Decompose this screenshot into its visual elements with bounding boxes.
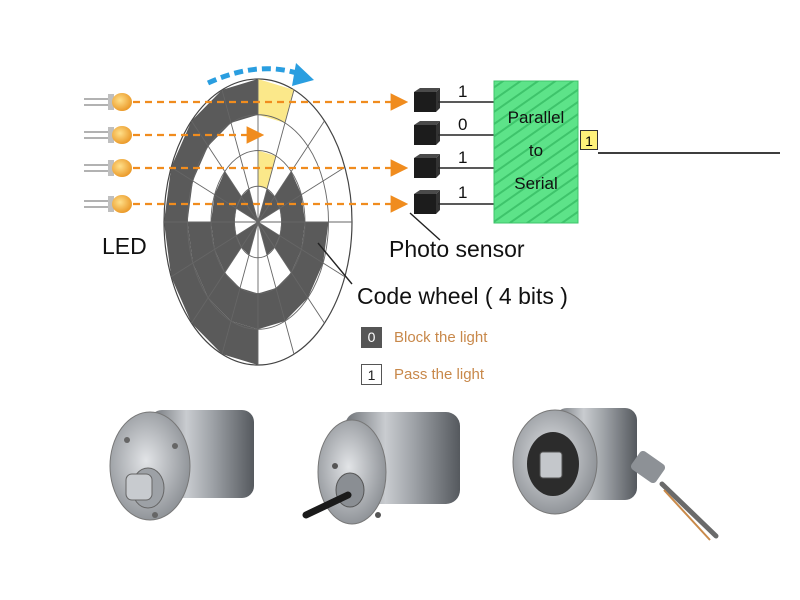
wheel-segment	[274, 171, 302, 209]
wheel-spoke	[257, 221, 325, 324]
wheel-segment	[214, 171, 242, 209]
wheel-segment	[211, 222, 237, 250]
parallel-to-serial-converter	[493, 80, 579, 224]
wheel-segment	[222, 79, 258, 123]
led-label: LED	[102, 233, 147, 259]
wheel-segment	[164, 222, 193, 277]
legend-pass-text: Pass the light	[394, 366, 485, 383]
photo-sensor-icon	[414, 88, 440, 112]
wheel-spoke	[257, 89, 295, 223]
wheel-spoke	[257, 166, 346, 223]
wheel-segment	[241, 222, 258, 256]
wheel-segment	[258, 150, 276, 189]
wheel-segment	[164, 167, 193, 222]
sensor-wires	[317, 101, 494, 285]
wheel-spoke	[191, 120, 259, 223]
converter-label-parallel: Parallel	[507, 108, 565, 127]
serial-output-bit: 1	[580, 130, 598, 150]
legend-block-swatch: 0	[361, 327, 382, 348]
photo-sensor-icon	[414, 121, 440, 145]
wheel-segment	[258, 188, 275, 222]
wheel-segment	[274, 235, 302, 273]
wheel-segment	[258, 79, 294, 123]
wheel-segment	[171, 263, 209, 324]
wheel-segment	[231, 288, 258, 330]
wheel-spoke	[170, 221, 259, 278]
encoder-1	[109, 410, 254, 521]
wheel-segment	[241, 188, 258, 222]
wheel-segment	[222, 321, 258, 365]
wheel-spoke	[257, 221, 295, 355]
bit-2: 0	[458, 115, 468, 134]
wheel-segment	[211, 194, 237, 222]
wheel-segment	[279, 194, 305, 222]
wheel-spoke	[257, 221, 346, 278]
wheel-segment	[275, 272, 308, 322]
converter-label-to: to	[528, 141, 544, 160]
wheel-segment	[191, 89, 232, 147]
bit-1: 1	[458, 82, 468, 101]
encoder-2	[302, 412, 460, 525]
wheel-spoke	[170, 166, 259, 223]
legend-block-text: Block the light	[394, 329, 488, 346]
led-bulb-icon	[84, 93, 132, 111]
legend-pass-swatch: 1	[361, 364, 382, 385]
code-wheel-label: Code wheel ( 4 bits )	[357, 283, 568, 309]
wheel-segment	[258, 196, 280, 222]
wheel-spoke	[221, 221, 259, 355]
wheel-segment	[236, 222, 258, 248]
light-beams	[133, 93, 409, 213]
wheel-segment	[192, 249, 225, 298]
wheel-spoke	[221, 89, 259, 223]
code-wheel	[163, 78, 353, 366]
photo-sensor-icon	[414, 190, 440, 214]
wheel-segment	[187, 222, 215, 264]
bit-4: 1	[458, 183, 468, 202]
wheel-spoke	[257, 120, 325, 223]
wheel-segment	[301, 222, 329, 264]
wheel-spoke	[191, 221, 259, 324]
encoder-3	[512, 408, 719, 541]
curved-arrow-icon	[206, 63, 314, 86]
photo-sensor-icon	[414, 154, 440, 178]
led-bulb-icon	[84, 126, 132, 144]
wheel-segment	[191, 297, 232, 355]
led-bulb-icon	[84, 159, 132, 177]
wheel-segment	[258, 222, 280, 248]
wheel-segment	[258, 288, 285, 330]
converter-label-serial: Serial	[514, 174, 558, 193]
wheel-segment	[291, 249, 324, 298]
wheel-segment	[258, 222, 275, 256]
photo-sensor-label: Photo sensor	[389, 236, 525, 262]
wheel-segment	[208, 272, 241, 322]
bit-3: 1	[458, 148, 468, 167]
wheel-segment	[279, 222, 305, 250]
led-bulb-icon	[84, 195, 132, 213]
wheel-segment	[214, 235, 242, 273]
